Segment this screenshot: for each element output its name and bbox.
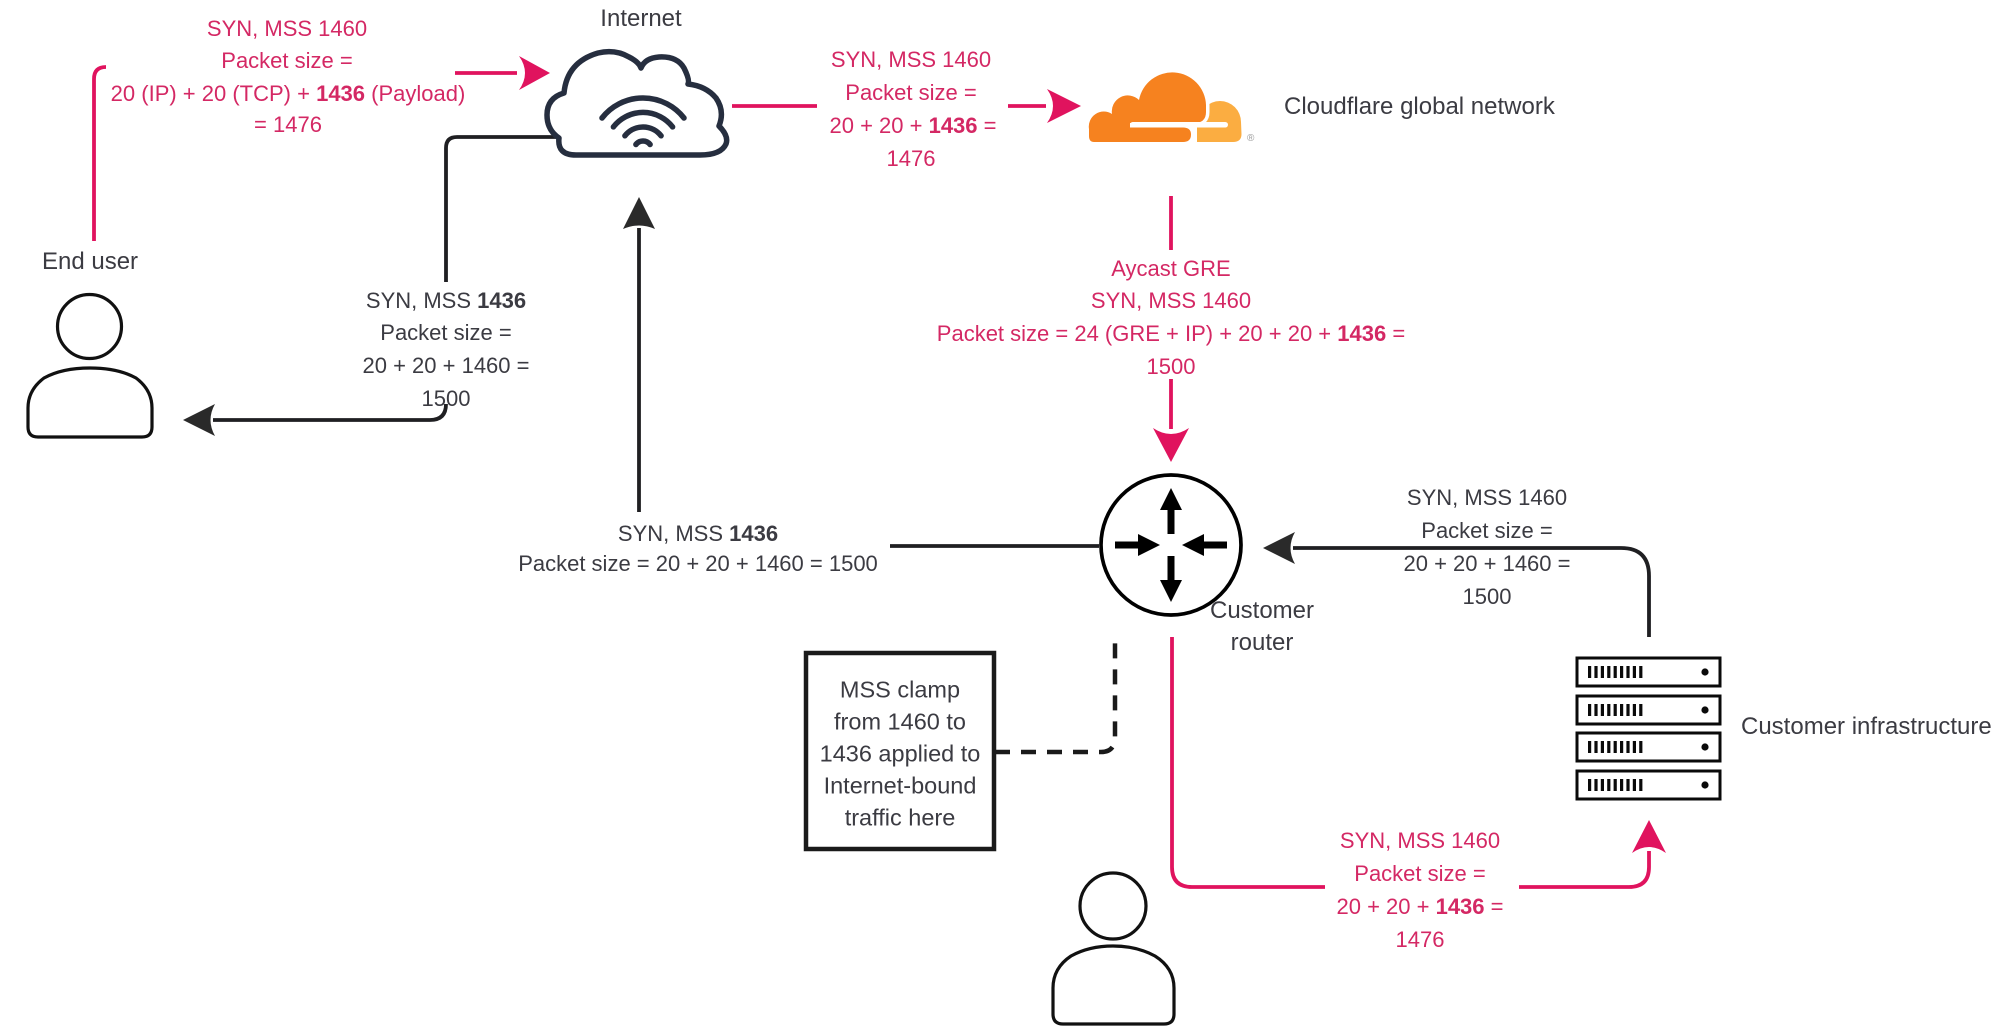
svg-text:Customer infrastructure: Customer infrastructure bbox=[1741, 713, 1992, 740]
svg-text:Packet size =: Packet size = bbox=[1354, 861, 1485, 886]
svg-text:Packet size =: Packet size = bbox=[845, 80, 976, 105]
svg-text:Packet size = 24 (GRE + IP) +: Packet size = 24 (GRE + IP) + 20 + 20 + … bbox=[937, 321, 1405, 346]
svg-text:Cloudflare global network: Cloudflare global network bbox=[1284, 93, 1556, 120]
svg-text:Packet size = 20 + 20 + 1460 =: Packet size = 20 + 20 + 1460 = 1500 bbox=[518, 551, 878, 576]
svg-text:20 (IP) + 20 (TCP) + 1436 (Pay: 20 (IP) + 20 (TCP) + 1436 (Payload) bbox=[111, 81, 466, 106]
svg-text:1500: 1500 bbox=[422, 386, 471, 411]
svg-text:MSS clamp: MSS clamp bbox=[840, 677, 960, 703]
svg-text:20 + 20 + 1436 =: 20 + 20 + 1436 = bbox=[829, 113, 996, 138]
svg-text:Packet size =: Packet size = bbox=[380, 320, 511, 345]
svg-text:1500: 1500 bbox=[1147, 354, 1196, 379]
svg-text:SYN, MSS 1460: SYN, MSS 1460 bbox=[831, 47, 991, 72]
svg-text:1476: 1476 bbox=[1396, 927, 1445, 952]
svg-text:Internet: Internet bbox=[600, 5, 682, 32]
svg-text:End user: End user bbox=[42, 248, 138, 275]
svg-text:SYN, MSS 1436: SYN, MSS 1436 bbox=[618, 521, 778, 546]
svg-text:traffic here: traffic here bbox=[845, 805, 956, 831]
svg-text:1500: 1500 bbox=[1463, 584, 1512, 609]
svg-text:SYN, MSS 1460: SYN, MSS 1460 bbox=[1407, 485, 1567, 510]
svg-text:20 + 20 + 1436 =: 20 + 20 + 1436 = bbox=[1336, 894, 1503, 919]
svg-text:SYN, MSS 1460: SYN, MSS 1460 bbox=[1340, 828, 1500, 853]
svg-text:20 + 20 + 1460 =: 20 + 20 + 1460 = bbox=[363, 353, 530, 378]
svg-text:SYN, MSS 1460: SYN, MSS 1460 bbox=[207, 16, 367, 41]
svg-text:Customer: Customer bbox=[1210, 597, 1314, 624]
svg-text:= 1476: = 1476 bbox=[254, 112, 322, 137]
svg-text:Internet-bound: Internet-bound bbox=[824, 773, 977, 799]
svg-text:router: router bbox=[1231, 629, 1294, 656]
svg-text:®: ® bbox=[1247, 133, 1255, 144]
svg-text:1436 applied to: 1436 applied to bbox=[820, 741, 981, 767]
svg-text:Packet size =: Packet size = bbox=[1421, 518, 1552, 543]
svg-text:1476: 1476 bbox=[887, 146, 936, 171]
svg-text:Aycast GRE: Aycast GRE bbox=[1111, 256, 1230, 281]
svg-text:20 + 20 + 1460 =: 20 + 20 + 1460 = bbox=[1404, 551, 1571, 576]
svg-text:SYN, MSS 1460: SYN, MSS 1460 bbox=[1091, 288, 1251, 313]
svg-text:SYN, MSS 1436: SYN, MSS 1436 bbox=[366, 288, 526, 313]
svg-text:from 1460 to: from 1460 to bbox=[834, 709, 966, 735]
svg-text:Packet size =: Packet size = bbox=[221, 48, 352, 73]
